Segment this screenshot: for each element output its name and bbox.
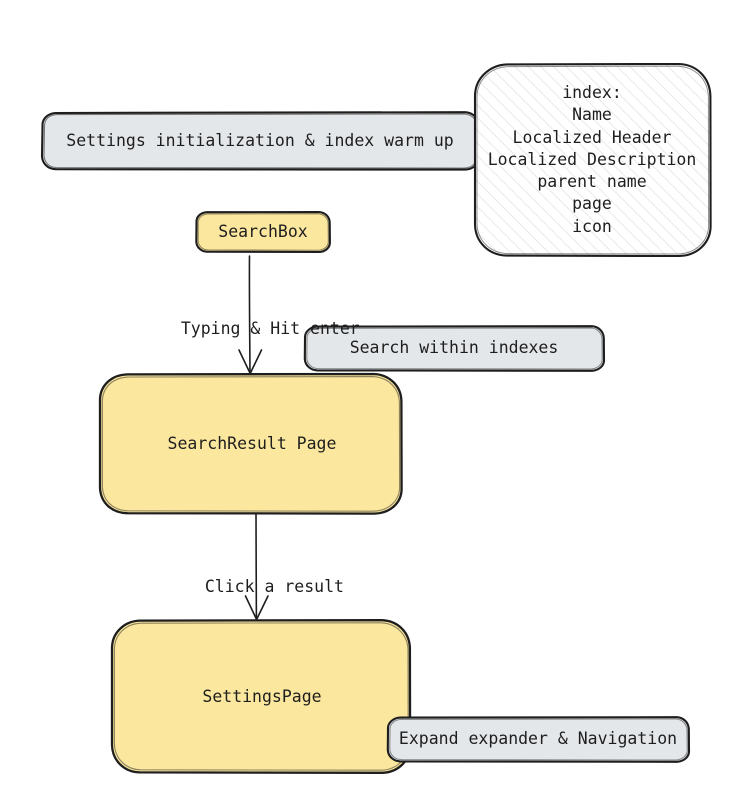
node-index-schema[interactable]: index: Name Localized Header Localized D… [470,60,714,260]
node-search-result-page[interactable]: SearchResult Page [96,371,408,517]
node-expand-expander-navigation-label: Expand expander & Navigation [398,729,678,749]
edge-label-text: Typing & Hit enter [180,319,360,338]
edge-label-text: Click a result [204,577,344,596]
node-expand-expander-navigation[interactable]: Expand expander & Navigation [384,714,692,765]
edge-searchresult-to-settingspage [244,513,269,621]
node-search-box-label: SearchBox [218,221,308,241]
edge-label-typing-hit-enter: Typing & Hit enter [161,300,360,338]
edge-searchbox-to-searchresult [238,255,263,375]
node-search-box[interactable]: SearchBox [193,209,333,255]
node-index-schema-label: index: Name Localized Header Localized D… [487,83,697,236]
node-settings-page[interactable]: SettingsPage [108,617,416,777]
edge-label-click-a-result: Click a result [185,558,344,596]
node-settings-initialization-label: Settings initialization & index warm up [66,130,454,150]
node-search-result-page-label: SearchResult Page [167,433,337,453]
node-search-within-indexes-label: Search within indexes [349,338,559,358]
node-settings-initialization[interactable]: Settings initialization & index warm up [38,109,482,173]
node-settings-page-label: SettingsPage [202,686,322,706]
